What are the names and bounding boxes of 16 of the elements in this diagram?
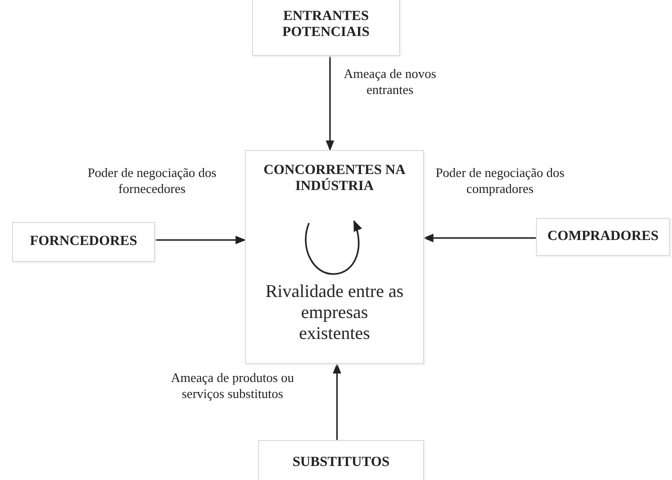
box-title: FORNCEDORES [30,234,138,250]
box-title: SUBSTITUTOS [292,454,390,472]
force-box [12,222,155,262]
arrow [155,236,246,244]
force-box [258,440,424,480]
arrow [332,362,342,440]
box-title: COMPRADORES [547,228,659,246]
force-box [252,0,400,56]
description-text: Rivalidade entre as empresas existentes [264,281,404,344]
arrow [422,234,536,242]
box-title: CONCORRENTES NA INDÚSTRIA [262,163,406,196]
edge-label: Ameaça de produtos ou serviços substitutos [168,370,297,402]
box-title: ENTRANTES POTENCIAIS [281,8,371,42]
center-box [245,150,424,364]
arrow [326,56,334,152]
force-box [536,218,670,256]
